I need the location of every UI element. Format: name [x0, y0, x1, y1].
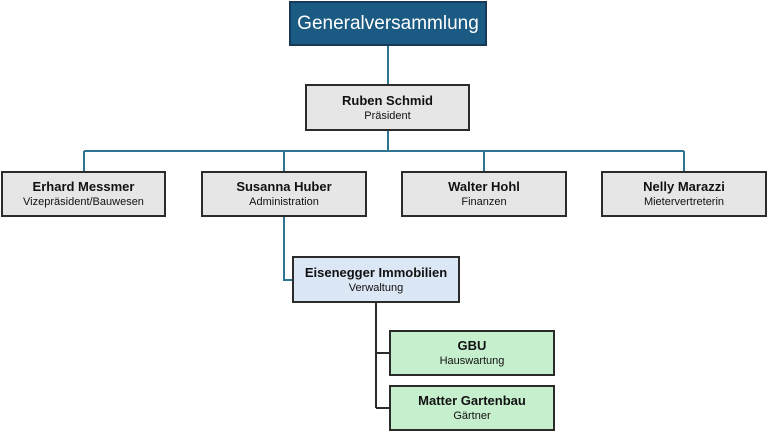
node-role: Mietervertreterin [643, 196, 725, 208]
node-name: Matter Gartenbau [418, 393, 526, 408]
node-board-member: Nelly Marazzi Mietervertreterin [601, 171, 767, 217]
node-name: Walter Hohl [448, 179, 520, 194]
node-management: Eisenegger Immobilien Verwaltung [292, 256, 460, 303]
node-name: Ruben Schmid [341, 92, 433, 108]
node-role: Präsident [364, 109, 411, 122]
connector-susanna-eisenegger [283, 217, 292, 281]
node-generalversammlung: Generalversammlung [289, 1, 487, 46]
node-role: Finanzen [461, 196, 507, 208]
node-contractor: GBU Hauswartung [389, 330, 555, 376]
node-contractor: Matter Gartenbau Gärtner [389, 385, 555, 431]
node-president: Ruben Schmid Präsident [305, 84, 470, 131]
node-role: Gärtner [453, 410, 491, 422]
node-role: Hauswartung [439, 355, 505, 367]
node-role: Verwaltung [348, 281, 404, 294]
node-name: Nelly Marazzi [643, 179, 725, 194]
node-name: Generalversammlung [297, 12, 479, 34]
node-name: GBU [457, 338, 487, 353]
node-board-member: Walter Hohl Finanzen [401, 171, 567, 217]
node-board-member: Erhard Messmer Vizepräsident/Bauwesen [1, 171, 166, 217]
node-name: Susanna Huber [236, 179, 332, 194]
node-role: Administration [249, 196, 319, 208]
node-name: Erhard Messmer [32, 179, 135, 194]
node-role: Vizepräsident/Bauwesen [23, 196, 144, 208]
node-board-member: Susanna Huber Administration [201, 171, 367, 217]
node-name: Eisenegger Immobilien [304, 264, 448, 280]
